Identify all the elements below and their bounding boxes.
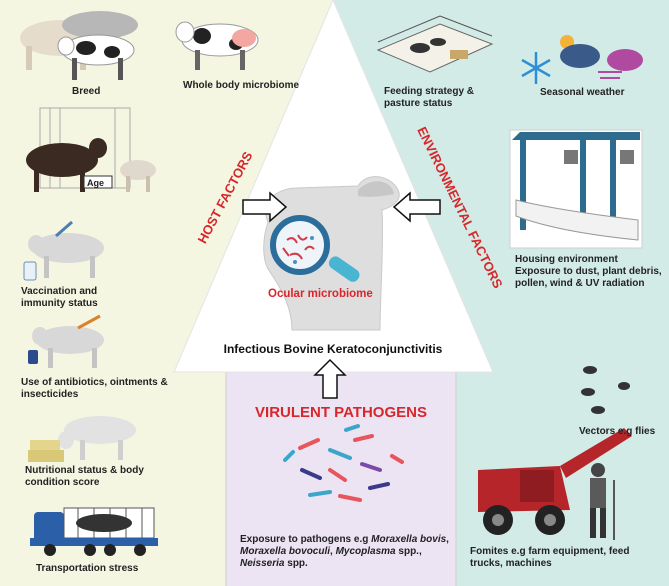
vaccination-illustration bbox=[23, 220, 104, 281]
farmer-figure bbox=[590, 463, 615, 540]
age-label: Age bbox=[87, 178, 105, 188]
housing-barn-illustration bbox=[509, 129, 643, 249]
age-cows-illustration bbox=[26, 107, 156, 192]
housing-title: Housing environment bbox=[515, 254, 618, 265]
nutrition-label: Nutritional status & body condition scor… bbox=[25, 465, 144, 488]
breed-cows-illustration bbox=[20, 11, 138, 80]
vectors-label: Vectors e.g flies bbox=[579, 426, 656, 437]
feeding-pasture-illustration bbox=[376, 15, 494, 73]
pathogen-moraxella-bovoculi: Moraxella bovoculi bbox=[240, 546, 331, 557]
arrow-from-environment bbox=[392, 191, 441, 223]
arrow-from-host bbox=[242, 191, 288, 223]
wind-icon bbox=[598, 71, 622, 79]
feeding-strategy-label: Feeding strategy & pasture status bbox=[384, 86, 475, 109]
pathogen-moraxella-bovis: Moraxella bovis bbox=[371, 534, 447, 545]
transport-truck-illustration bbox=[30, 507, 158, 556]
transportation-label: Transportation stress bbox=[36, 563, 139, 574]
cloud-icon bbox=[560, 44, 600, 68]
housing-detail: Exposure to dust, plant debris, pollen, … bbox=[515, 266, 662, 289]
vaccination-label: Vaccination and immunity status bbox=[21, 286, 98, 309]
whole-body-microbiome-label: Whole body microbiome bbox=[183, 80, 300, 91]
fomites-label: Fomites e.g farm equipment, feed trucks,… bbox=[470, 546, 630, 569]
seasonal-weather-icons bbox=[521, 35, 643, 84]
antibiotics-illustration bbox=[28, 314, 104, 368]
pathogen-bacteria-illustration bbox=[283, 424, 404, 502]
antibiotics-label: Use of antibiotics, ointments & insectic… bbox=[21, 377, 168, 400]
pathogen-exposure-text: Exposure to pathogens e.g Moraxella bovi… bbox=[240, 534, 449, 569]
cow-head-illustration bbox=[263, 176, 400, 331]
pathogen-neisseria-suffix: spp. bbox=[287, 558, 308, 569]
storm-cloud-icon bbox=[607, 49, 643, 71]
nutrition-cow-illustration bbox=[28, 416, 136, 462]
magnifier-icon bbox=[270, 215, 360, 282]
flies-illustration bbox=[581, 366, 630, 414]
pathogen-neisseria: Neisseria bbox=[240, 558, 285, 569]
ocular-microbiome-label: Ocular microbiome bbox=[268, 288, 373, 300]
pathogen-mycoplasma-suffix: spp., bbox=[398, 546, 422, 557]
whole-body-cow-illustration bbox=[175, 21, 259, 70]
central-title: Infectious Bovine Keratoconjunctivitis bbox=[223, 342, 443, 356]
seasonal-weather-label: Seasonal weather bbox=[540, 87, 625, 98]
snowflake-icon bbox=[521, 52, 551, 84]
pathogen-mycoplasma: Mycoplasma bbox=[335, 546, 396, 557]
pathogen-intro: Exposure to pathogens e.g bbox=[240, 534, 369, 545]
arrow-from-pathogens bbox=[313, 358, 347, 399]
breed-label: Breed bbox=[72, 86, 101, 97]
farm-equipment-illustration bbox=[478, 428, 632, 540]
virulent-pathogens-heading: VIRULENT PATHOGENS bbox=[255, 404, 427, 421]
